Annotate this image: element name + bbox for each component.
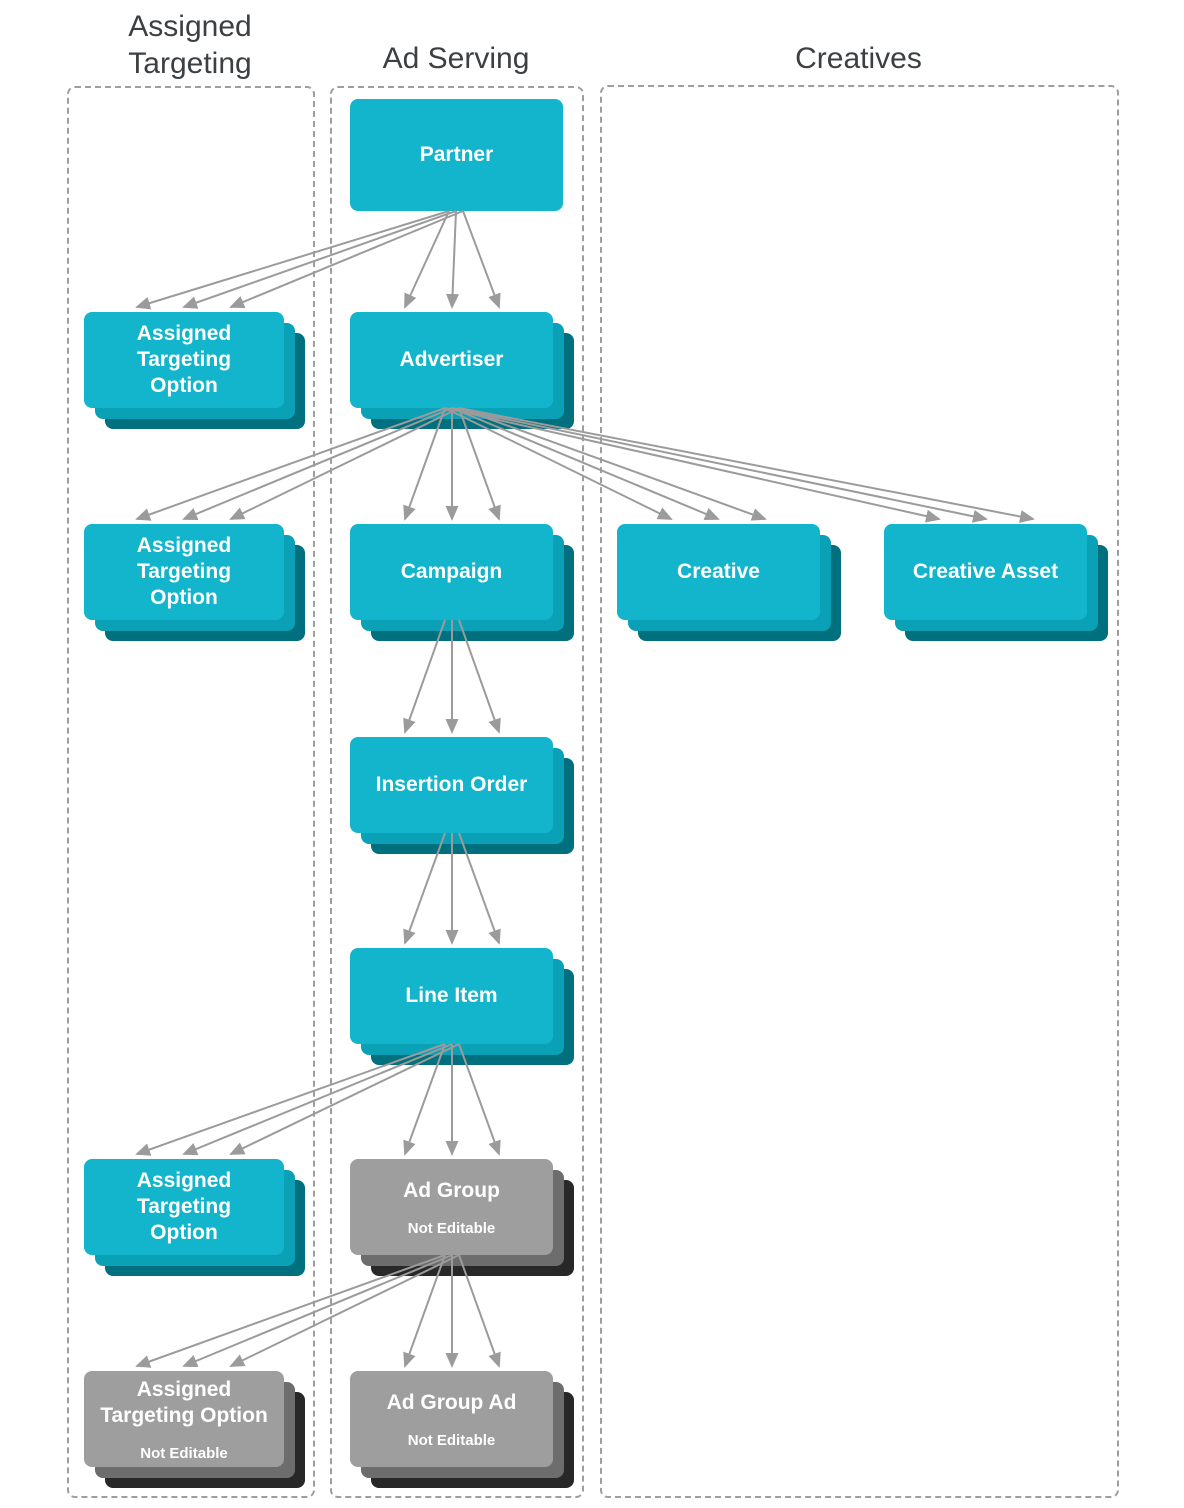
node-assigned-targeting-option-2: Assigned Targeting Option (84, 524, 284, 620)
node-partner-label: Partner (419, 143, 494, 166)
node-campaign: Campaign (350, 524, 553, 620)
node-creative-label: Creative (677, 560, 760, 583)
node-ad-group: Ad Group Not Editable (350, 1159, 553, 1255)
node-assigned-targeting-option-4-label: Assigned Targeting Option (100, 1377, 268, 1427)
node-advertiser-label: Advertiser (399, 348, 504, 371)
column-title-assigned-targeting: Assigned Targeting (128, 10, 252, 80)
node-campaign-label: Campaign (400, 560, 503, 583)
node-assigned-targeting-option-4: Assigned Targeting Option Not Editable (84, 1371, 284, 1467)
column-assigned-targeting (67, 86, 315, 1498)
node-creative-asset-label: Creative Asset (912, 560, 1059, 583)
column-title-ad-serving: Ad Serving (382, 42, 530, 75)
node-insertion-order: Insertion Order (350, 737, 553, 833)
node-ad-group-ad-label: Ad Group Ad (386, 1390, 517, 1414)
node-assigned-targeting-option-4-sublabel: Not Editable (140, 1444, 228, 1462)
node-assigned-targeting-option-1-label: Assigned Targeting Option (136, 322, 232, 397)
node-assigned-targeting-option-1: Assigned Targeting Option (84, 312, 284, 408)
column-ad-serving (330, 86, 584, 1498)
node-assigned-targeting-option-2-label: Assigned Targeting Option (136, 534, 232, 609)
node-creative: Creative (617, 524, 820, 620)
node-line-item-label: Line Item (405, 984, 498, 1007)
column-title-creatives: Creatives (795, 42, 922, 75)
node-creative-asset: Creative Asset (884, 524, 1087, 620)
node-assigned-targeting-option-3-label: Assigned Targeting Option (136, 1169, 232, 1244)
node-partner: Partner (350, 99, 563, 211)
column-creatives (600, 85, 1119, 1498)
node-assigned-targeting-option-3: Assigned Targeting Option (84, 1159, 284, 1255)
node-ad-group-label: Ad Group (403, 1178, 500, 1202)
node-ad-group-ad: Ad Group Ad Not Editable (350, 1371, 553, 1467)
node-ad-group-ad-sublabel: Not Editable (407, 1431, 496, 1449)
node-line-item: Line Item (350, 948, 553, 1044)
node-insertion-order-label: Insertion Order (375, 773, 528, 796)
node-ad-group-sublabel: Not Editable (407, 1219, 496, 1237)
node-advertiser: Advertiser (350, 312, 553, 408)
